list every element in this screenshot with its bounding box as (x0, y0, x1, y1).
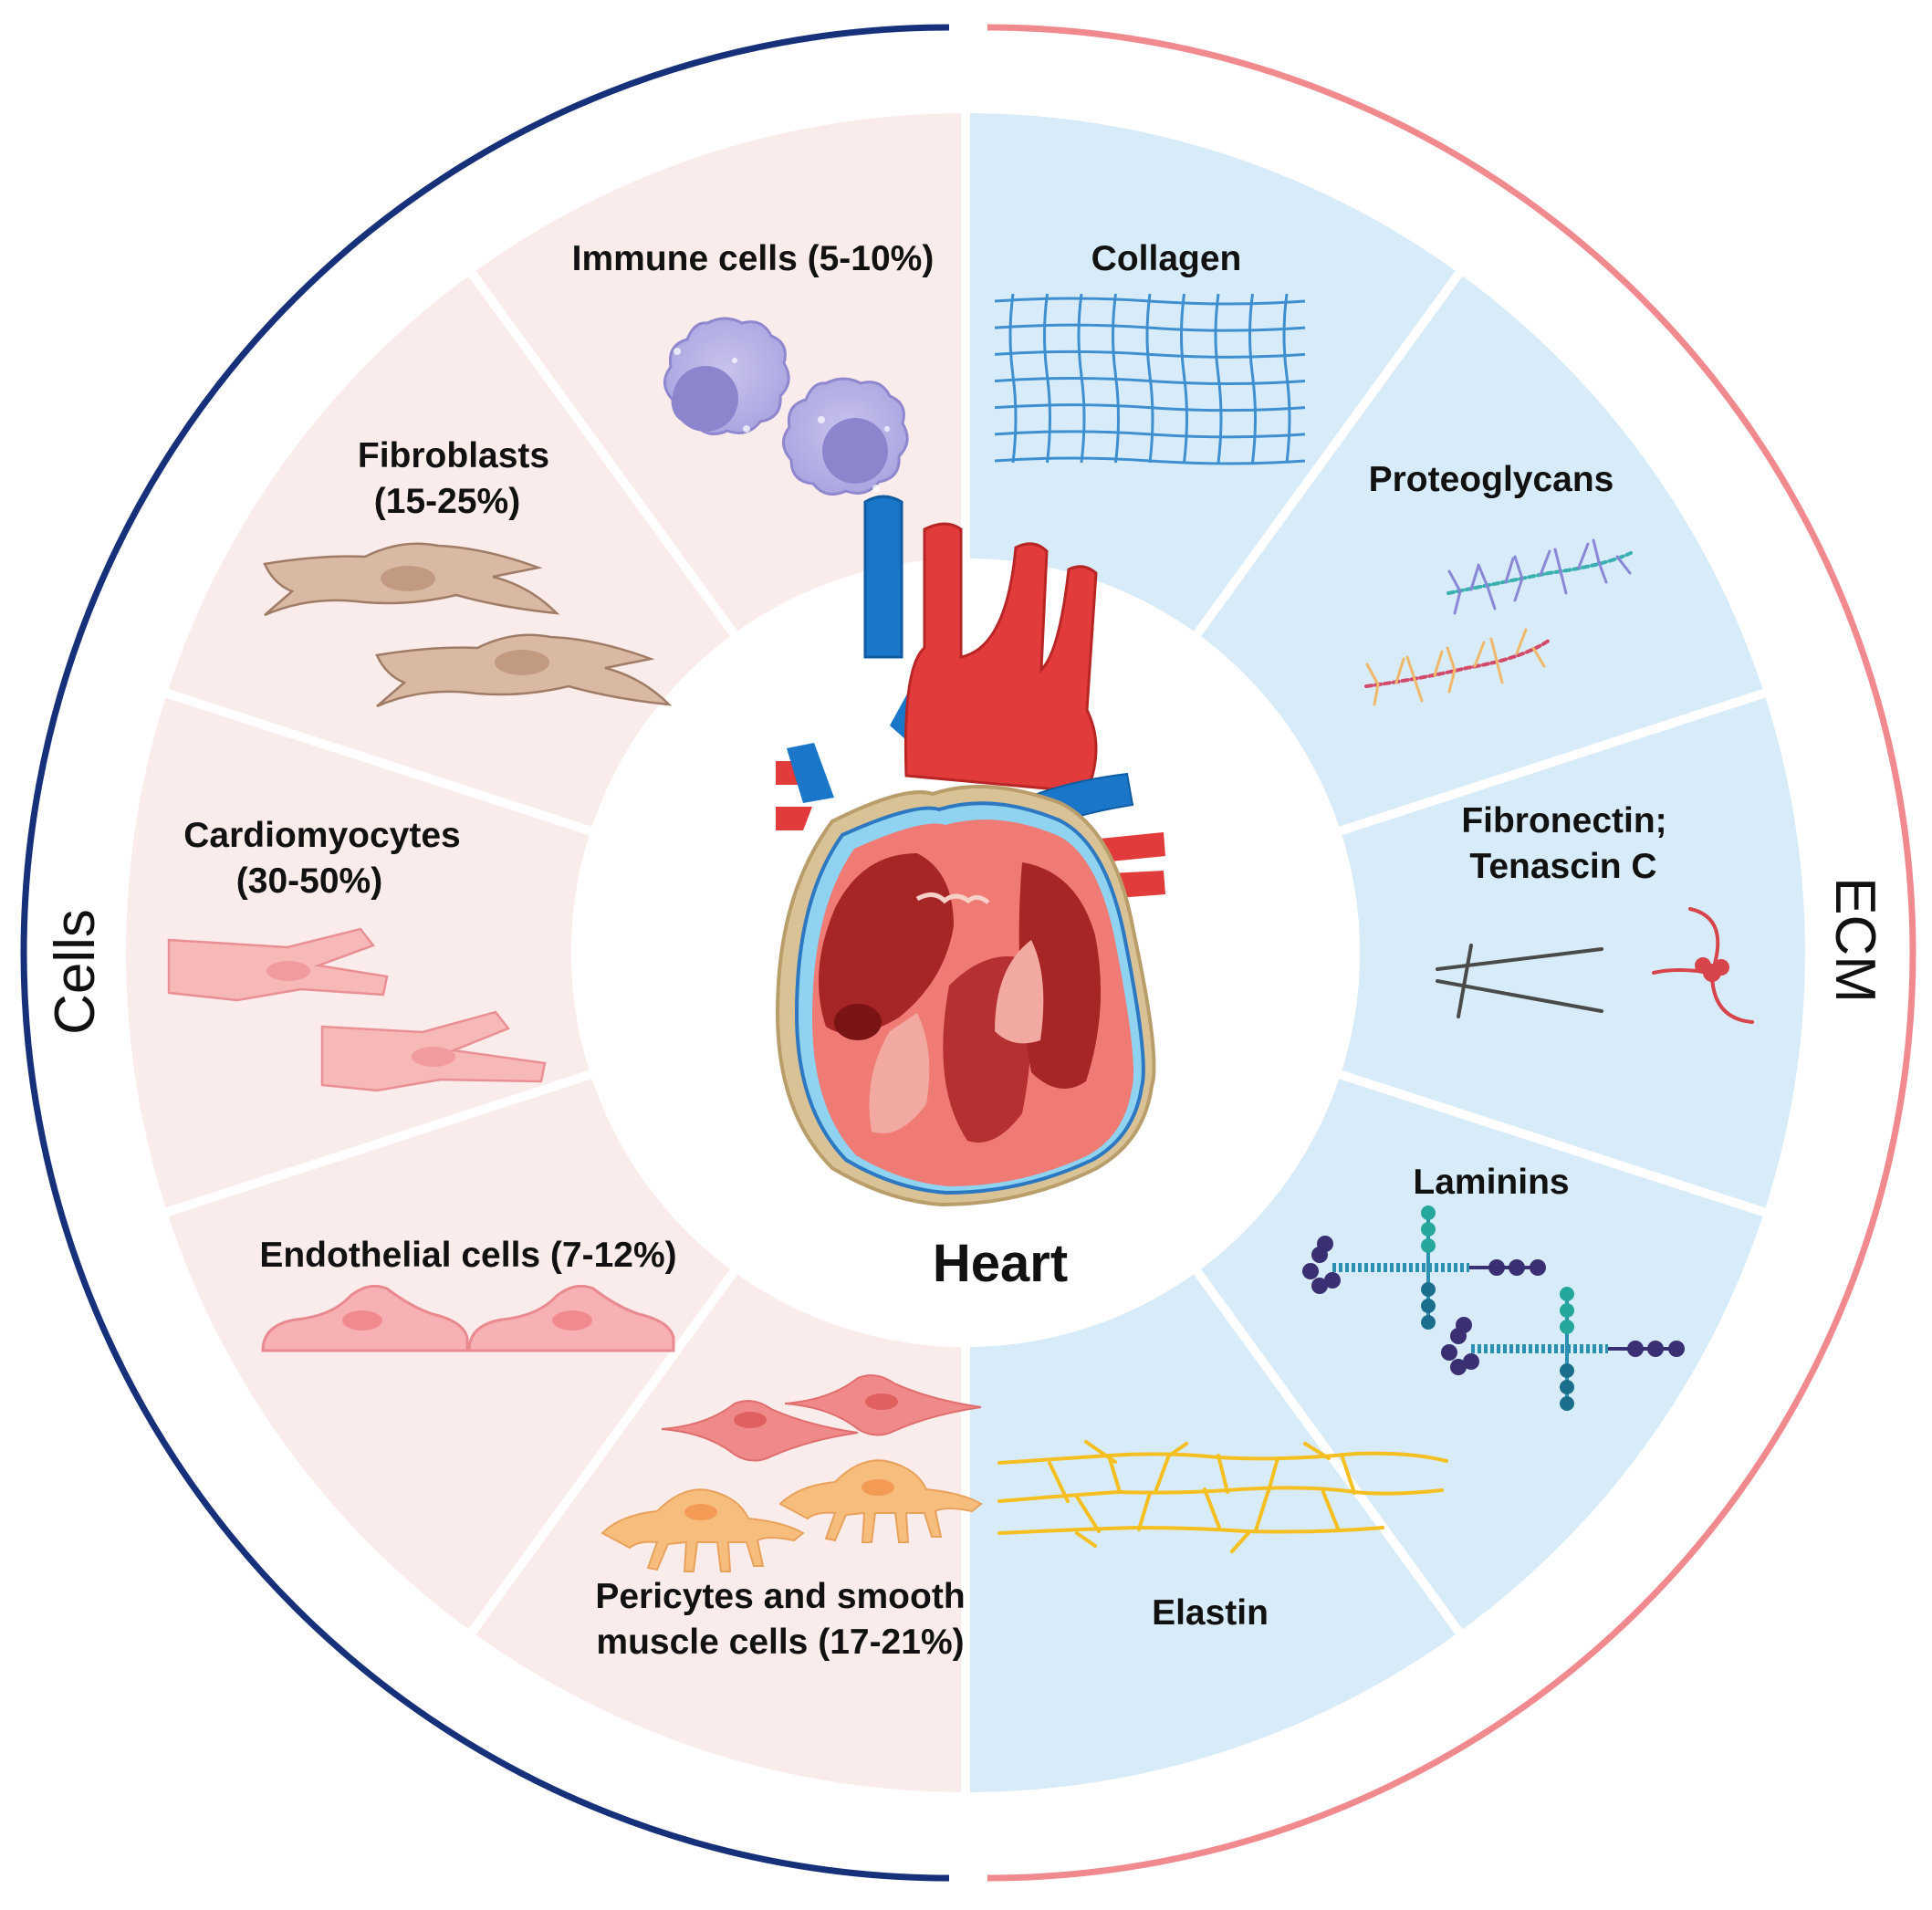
pericytes-label-line2: muscle cells (17-21%) (596, 1623, 964, 1662)
heart-label: Heart (933, 1234, 1068, 1293)
immune-cells-label: Immune cells (5-10%) (572, 239, 935, 278)
cardiomyocyte-illustration (167, 927, 547, 1092)
collagen-label: Collagen (1091, 239, 1242, 278)
pericyte-smooth-muscle-illustration (600, 1374, 983, 1572)
laminins-segment (1200, 1079, 1763, 1630)
laminins-label: Laminins (1413, 1163, 1569, 1202)
cells-side-label: Cells (44, 909, 107, 1035)
laminin-illustration (1302, 1205, 1685, 1411)
fibroblast-illustration (263, 542, 673, 708)
elastin-segment (969, 1274, 1456, 1792)
pericytes-label-line1: Pericytes and smooth (595, 1577, 965, 1616)
cardiomyocytes-label-line2: (30-50%) (236, 861, 382, 901)
endothelial-cell-illustration (261, 1284, 675, 1352)
collagen-segment (969, 113, 1456, 631)
collagen-mesh-illustration (994, 293, 1306, 465)
fibroblasts-label-line1: Fibroblasts (358, 436, 549, 475)
cardiomyocytes-label-line1: Cardiomyocytes (183, 816, 460, 855)
fibroblasts-label-line2: (15-25%) (374, 482, 520, 521)
proteoglycan-illustration (1364, 538, 1633, 706)
ecm-side-label: ECM (1823, 877, 1886, 1003)
ecm-outer-arc (987, 24, 1916, 1882)
fibronectin-label-line1: Fibronectin; (1461, 801, 1666, 840)
tenascin-c-illustration (1652, 907, 1754, 1024)
endothelial-cells-label: Endothelial cells (7-12%) (259, 1236, 676, 1275)
proteoglycans-segment (1200, 276, 1763, 827)
elastin-illustration (997, 1440, 1448, 1553)
fibronectin-label-line2: Tenascin C (1469, 847, 1656, 886)
cells-outer-arc (20, 24, 950, 1882)
proteoglycans-label: Proteoglycans (1369, 460, 1614, 499)
fibronectin-illustration (1436, 944, 1603, 1018)
elastin-label: Elastin (1152, 1593, 1269, 1633)
immune-cell-illustration (663, 317, 909, 496)
endothelial-segment (168, 1079, 731, 1630)
heart-illustration (775, 495, 1165, 1207)
